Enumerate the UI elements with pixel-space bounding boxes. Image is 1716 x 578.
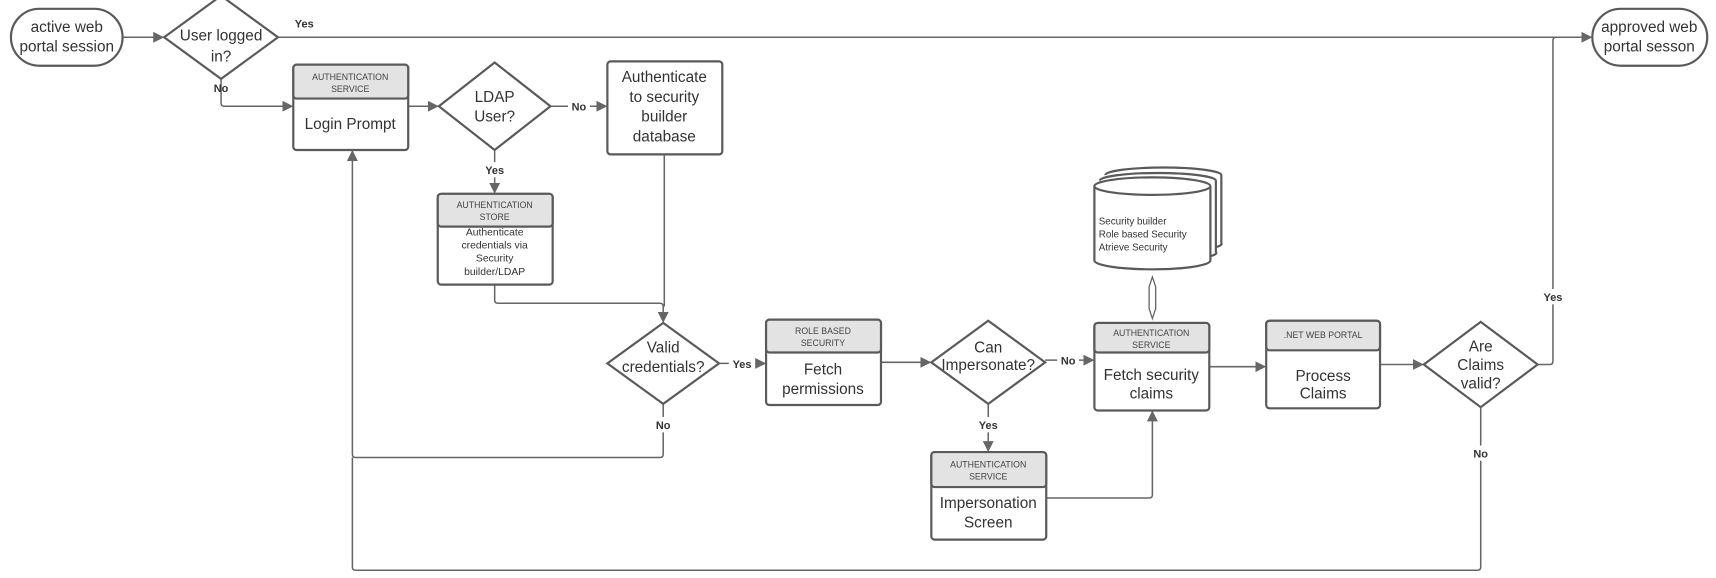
decision-claims-valid: Are Claims valid? — [1421, 320, 1540, 409]
svg-text:Impersonation: Impersonation — [940, 495, 1037, 512]
decision-user-logged-in: User logged in? — [162, 0, 280, 81]
svg-text:Authenticate: Authenticate — [466, 227, 524, 238]
process-fetch-permissions: ROLE BASED SECURITY Fetch permissions — [764, 318, 883, 407]
svg-text:Fetch security: Fetch security — [1104, 367, 1200, 384]
svg-text:Claims: Claims — [1457, 357, 1504, 374]
process-impersonation-screen: AUTHENTICATION SERVICE Impersonation Scr… — [930, 450, 1048, 541]
process-process-claims: .NET WEB PORTAL Process Claims — [1265, 319, 1382, 410]
svg-text:in?: in? — [211, 48, 231, 65]
edge-claims-valid-no — [351, 407, 1482, 572]
label-no: No — [1473, 449, 1488, 461]
edge-labels: Yes No No Yes Yes No No Yes Yes No — [214, 15, 1567, 461]
svg-text:Valid: Valid — [647, 339, 680, 356]
svg-text:LDAP: LDAP — [475, 89, 515, 106]
svg-text:to security: to security — [629, 89, 699, 106]
label-no: No — [214, 83, 229, 95]
edge-claims-valid-yes — [1537, 36, 1557, 366]
svg-text:Security builder: Security builder — [1099, 216, 1167, 227]
decision-can-impersonate: Can Impersonate? — [929, 319, 1047, 406]
label-yes: Yes — [979, 420, 998, 432]
svg-text:SERVICE: SERVICE — [1132, 340, 1170, 350]
process-authenticate-database: Authenticate to security builder databas… — [606, 60, 724, 156]
edge-logged-no — [220, 78, 294, 112]
label-no: No — [656, 420, 671, 432]
edge-impersonation-to-claims — [1046, 410, 1158, 499]
svg-text:permissions: permissions — [782, 381, 864, 398]
svg-text:builder/LDAP: builder/LDAP — [464, 267, 525, 278]
svg-text:SERVICE: SERVICE — [969, 471, 1007, 481]
svg-text:ROLE BASED: ROLE BASED — [795, 326, 851, 336]
label-yes: Yes — [733, 359, 752, 371]
svg-text:Claims: Claims — [1300, 385, 1347, 402]
svg-text:Are: Are — [1469, 338, 1493, 355]
svg-text:approved web: approved web — [1601, 19, 1697, 36]
svg-text:Role based Security: Role based Security — [1099, 230, 1187, 241]
svg-text:credentials via: credentials via — [461, 241, 528, 252]
svg-text:.NET WEB PORTAL: .NET WEB PORTAL — [1284, 330, 1363, 340]
svg-text:Impersonate?: Impersonate? — [941, 357, 1035, 374]
process-fetch-security-claims: AUTHENTICATION SERVICE Fetch security cl… — [1093, 321, 1211, 412]
svg-text:builder: builder — [641, 109, 687, 126]
svg-text:SECURITY: SECURITY — [801, 338, 845, 348]
decision-ldap-user: LDAP User? — [437, 61, 553, 152]
edge-valid-no — [346, 150, 664, 459]
svg-text:User logged: User logged — [180, 28, 263, 45]
svg-text:Atrieve Security: Atrieve Security — [1099, 243, 1168, 254]
label-yes: Yes — [295, 18, 314, 30]
database-cylinder-stack: Security builder Role based Security Atr… — [1093, 166, 1223, 271]
svg-text:Fetch: Fetch — [804, 361, 842, 378]
svg-text:User?: User? — [474, 109, 515, 126]
double-arrow-icon — [1148, 274, 1157, 321]
process-login-prompt: AUTHENTICATION SERVICE Login Prompt — [292, 63, 410, 152]
decision-valid-credentials: Valid credentials? — [605, 321, 721, 406]
svg-text:Security: Security — [476, 254, 514, 265]
label-no: No — [1061, 356, 1076, 368]
svg-text:portal session: portal session — [20, 39, 114, 56]
svg-text:AUTHENTICATION: AUTHENTICATION — [312, 72, 388, 82]
process-authentication-store: AUTHENTICATION STORE Authenticate creden… — [436, 192, 554, 286]
label-yes: Yes — [1544, 292, 1563, 304]
svg-text:active web: active web — [31, 19, 103, 36]
end-terminal: approved web portal sesson — [1591, 7, 1709, 67]
svg-text:Process: Process — [1295, 368, 1351, 385]
svg-text:Login Prompt: Login Prompt — [305, 116, 397, 133]
label-no: No — [572, 102, 587, 114]
svg-text:AUTHENTICATION: AUTHENTICATION — [1113, 328, 1189, 338]
svg-text:AUTHENTICATION: AUTHENTICATION — [457, 200, 533, 210]
svg-text:credentials?: credentials? — [622, 359, 705, 376]
edge-store-to-valid — [493, 284, 669, 323]
svg-text:portal sesson: portal sesson — [1604, 39, 1695, 56]
svg-text:SERVICE: SERVICE — [331, 84, 369, 94]
svg-text:Authenticate: Authenticate — [622, 69, 707, 86]
start-terminal: active web portal session — [9, 7, 124, 67]
svg-text:AUTHENTICATION: AUTHENTICATION — [950, 459, 1026, 469]
svg-text:claims: claims — [1130, 385, 1174, 402]
svg-text:Screen: Screen — [964, 515, 1013, 532]
svg-text:Can: Can — [974, 339, 1002, 356]
svg-text:database: database — [633, 128, 696, 145]
svg-text:valid?: valid? — [1461, 376, 1501, 393]
label-yes: Yes — [485, 165, 504, 177]
svg-text:STORE: STORE — [480, 212, 510, 222]
